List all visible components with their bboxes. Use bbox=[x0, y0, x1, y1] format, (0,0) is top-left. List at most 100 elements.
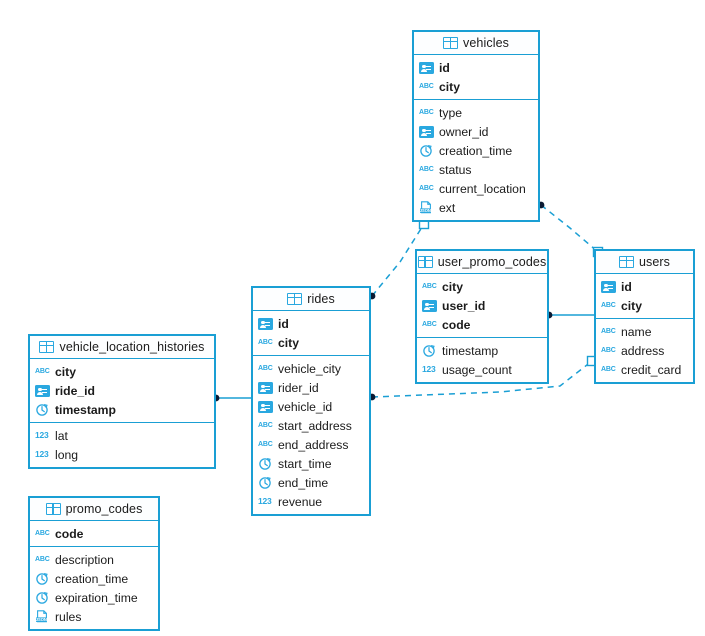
json-icon: JSON bbox=[35, 610, 50, 623]
table-title: vehicle_location_histories bbox=[59, 340, 205, 354]
table-icon bbox=[45, 503, 61, 515]
column-row[interactable]: ABC vehicle_city bbox=[253, 359, 369, 378]
table-header-promo_codes[interactable]: promo_codes bbox=[30, 498, 158, 521]
relationship-user-promo-codes-to-users[interactable] bbox=[545, 311, 594, 319]
column-row[interactable]: end_time bbox=[253, 473, 369, 492]
column-row[interactable]: ABC credit_card bbox=[596, 360, 693, 379]
abc-text-type-icon: ABC bbox=[258, 365, 273, 372]
column-name: vehicle_id bbox=[278, 399, 333, 414]
column-row[interactable]: creation_time bbox=[30, 569, 158, 588]
clock-icon bbox=[419, 144, 434, 157]
table-header-user_promo_codes[interactable]: user_promo_codes bbox=[417, 251, 547, 274]
column-name: timestamp bbox=[55, 402, 116, 417]
primary-key-row[interactable]: id bbox=[596, 277, 693, 296]
column-row[interactable]: timestamp bbox=[417, 341, 547, 360]
column-name: end_address bbox=[278, 437, 349, 452]
column-name: city bbox=[55, 364, 77, 379]
column-name: vehicle_city bbox=[278, 361, 341, 376]
primary-key-row[interactable]: id bbox=[253, 314, 369, 333]
clock-icon bbox=[258, 476, 273, 489]
column-name: name bbox=[621, 324, 652, 339]
abc-text-type-icon: ABC bbox=[601, 366, 616, 373]
column-row[interactable]: rider_id bbox=[253, 378, 369, 397]
table-header-vehicle_location_histories[interactable]: vehicle_location_histories bbox=[30, 336, 214, 359]
column-row[interactable]: start_time bbox=[253, 454, 369, 473]
table-title: vehicles bbox=[463, 36, 509, 50]
table-icon bbox=[443, 37, 459, 49]
primary-key-row[interactable]: id bbox=[414, 58, 538, 77]
abc-text-type-icon: ABC bbox=[419, 83, 434, 90]
relationship-line bbox=[540, 204, 599, 253]
column-name: id bbox=[621, 279, 632, 294]
clock-icon bbox=[422, 344, 437, 357]
table-icon bbox=[39, 341, 55, 353]
id-card-icon bbox=[258, 400, 273, 413]
primary-key-section-vehicle_location_histories: ABC city ride_id timestamp bbox=[30, 359, 214, 423]
column-row[interactable]: creation_time bbox=[414, 141, 538, 160]
column-name: rules bbox=[55, 609, 82, 624]
column-name: start_time bbox=[278, 456, 332, 471]
primary-key-row[interactable]: ride_id bbox=[30, 381, 214, 400]
table-header-users[interactable]: users bbox=[596, 251, 693, 274]
column-row[interactable]: expiration_time bbox=[30, 588, 158, 607]
abc-text-type-icon: ABC bbox=[35, 368, 50, 375]
column-row[interactable]: vehicle_id bbox=[253, 397, 369, 416]
column-row[interactable]: JSON rules bbox=[30, 607, 158, 626]
relationship-vehicle-location-histories-to-rides[interactable] bbox=[212, 394, 251, 402]
column-name: start_address bbox=[278, 418, 352, 433]
table-title: promo_codes bbox=[65, 502, 143, 516]
column-name: ride_id bbox=[55, 383, 95, 398]
primary-key-row[interactable]: user_id bbox=[417, 296, 547, 315]
table-title: user_promo_codes bbox=[437, 255, 547, 269]
svg-text:JSON: JSON bbox=[420, 208, 431, 213]
id-card-icon bbox=[419, 61, 434, 74]
column-name: city bbox=[621, 298, 643, 313]
column-name: credit_card bbox=[621, 362, 682, 377]
column-row[interactable]: owner_id bbox=[414, 122, 538, 141]
id-card-icon bbox=[258, 381, 273, 394]
numeric-type-icon: 123 bbox=[35, 449, 49, 459]
column-name: description bbox=[55, 552, 114, 567]
primary-key-row[interactable]: timestamp bbox=[30, 400, 214, 419]
id-card-icon bbox=[419, 125, 434, 138]
table-header-vehicles[interactable]: vehicles bbox=[414, 32, 538, 55]
table-header-rides[interactable]: rides bbox=[253, 288, 369, 311]
column-name: type bbox=[439, 105, 463, 120]
abc-text-type-icon: ABC bbox=[419, 166, 434, 173]
column-name: code bbox=[55, 526, 84, 541]
primary-key-row[interactable]: ABC city bbox=[30, 362, 214, 381]
abc-text-type-icon: ABC bbox=[601, 347, 616, 354]
numeric-type-icon: 123 bbox=[422, 364, 436, 374]
column-name: current_location bbox=[439, 181, 526, 196]
column-name: code bbox=[442, 317, 471, 332]
